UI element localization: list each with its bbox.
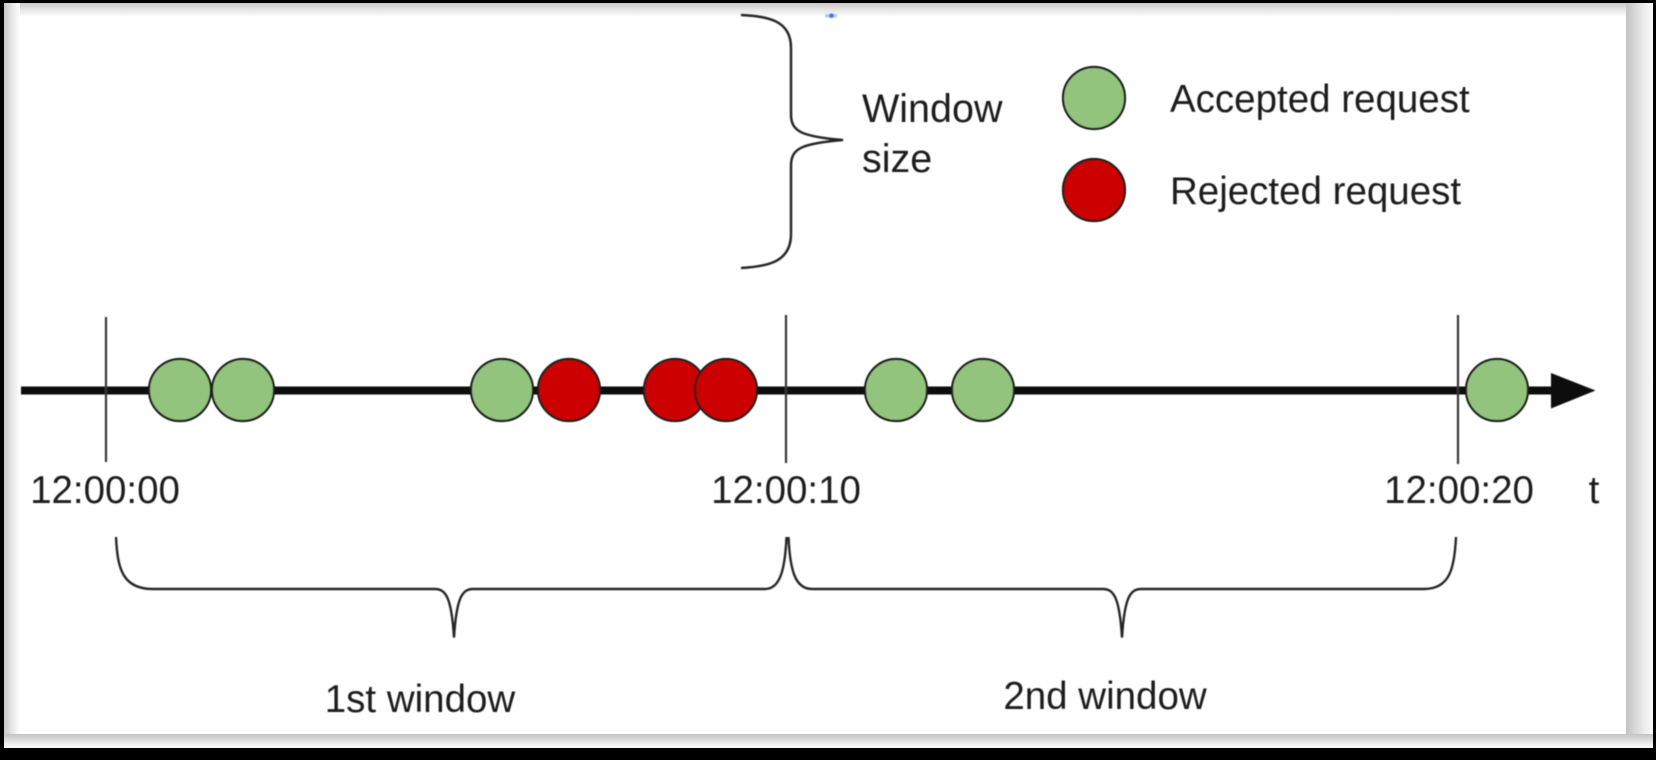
svg-text:Window: Window <box>862 87 1003 131</box>
svg-text:t: t <box>1589 469 1600 512</box>
svg-text:12:00:10: 12:00:10 <box>711 469 861 512</box>
svg-text:12:00:00: 12:00:00 <box>30 469 180 512</box>
svg-text:12:00:20: 12:00:20 <box>1384 469 1534 512</box>
svg-text:1st window: 1st window <box>325 678 516 721</box>
svg-text:Accepted request: Accepted request <box>1170 78 1470 121</box>
svg-text:2nd window: 2nd window <box>1003 675 1207 718</box>
svg-text:Rejected request: Rejected request <box>1170 170 1461 213</box>
svg-text:size: size <box>862 137 932 181</box>
